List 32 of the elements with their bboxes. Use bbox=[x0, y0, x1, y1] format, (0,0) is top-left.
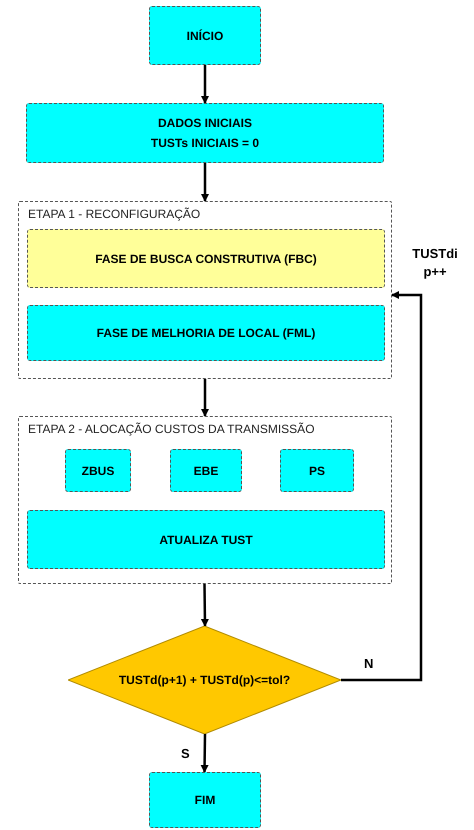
node-text: EBE bbox=[194, 462, 218, 480]
arrow bbox=[341, 291, 422, 682]
node-text: TUSTd(p+1) + TUSTd(p)<=tol? bbox=[118, 672, 290, 689]
stage-group bbox=[18, 416, 392, 584]
arrow bbox=[200, 584, 209, 627]
node-text: TUSTs INICIAIS = 0 bbox=[150, 135, 260, 152]
arrow bbox=[200, 734, 209, 773]
process-box bbox=[170, 449, 242, 492]
arrow bbox=[201, 65, 209, 104]
process-box bbox=[280, 449, 354, 492]
stage-group bbox=[18, 201, 392, 379]
node-text: INÍCIO bbox=[186, 28, 224, 44]
process-box bbox=[27, 305, 385, 361]
node-text: FASE DE BUSCA CONSTRUTIVA (FBC) bbox=[95, 250, 317, 268]
node-text: FASE DE MELHORIA DE LOCAL (FML) bbox=[96, 325, 316, 342]
process-box bbox=[65, 449, 131, 492]
process-box bbox=[149, 772, 261, 828]
process-box bbox=[27, 229, 385, 288]
group-heading: ETAPA 2 - ALOCAÇÃO CUSTOS DA TRANSMISSÃO bbox=[28, 421, 315, 438]
node-text: FIM bbox=[194, 792, 216, 809]
node-text: PS bbox=[308, 462, 325, 480]
node-text: ATUALIZA TUST bbox=[159, 532, 253, 548]
arrow bbox=[201, 379, 209, 417]
process-box bbox=[26, 103, 384, 163]
node-text: DADOS INICIAIS bbox=[158, 115, 252, 132]
process-box bbox=[149, 6, 261, 65]
node-text: ZBUS bbox=[82, 462, 114, 480]
arrow bbox=[201, 163, 209, 202]
loop-note: TUSTdi p++ bbox=[411, 245, 459, 281]
group-heading: ETAPA 1 - RECONFIGURAÇÃO bbox=[28, 206, 200, 223]
decision-diamond bbox=[68, 626, 341, 734]
process-box bbox=[27, 510, 385, 569]
